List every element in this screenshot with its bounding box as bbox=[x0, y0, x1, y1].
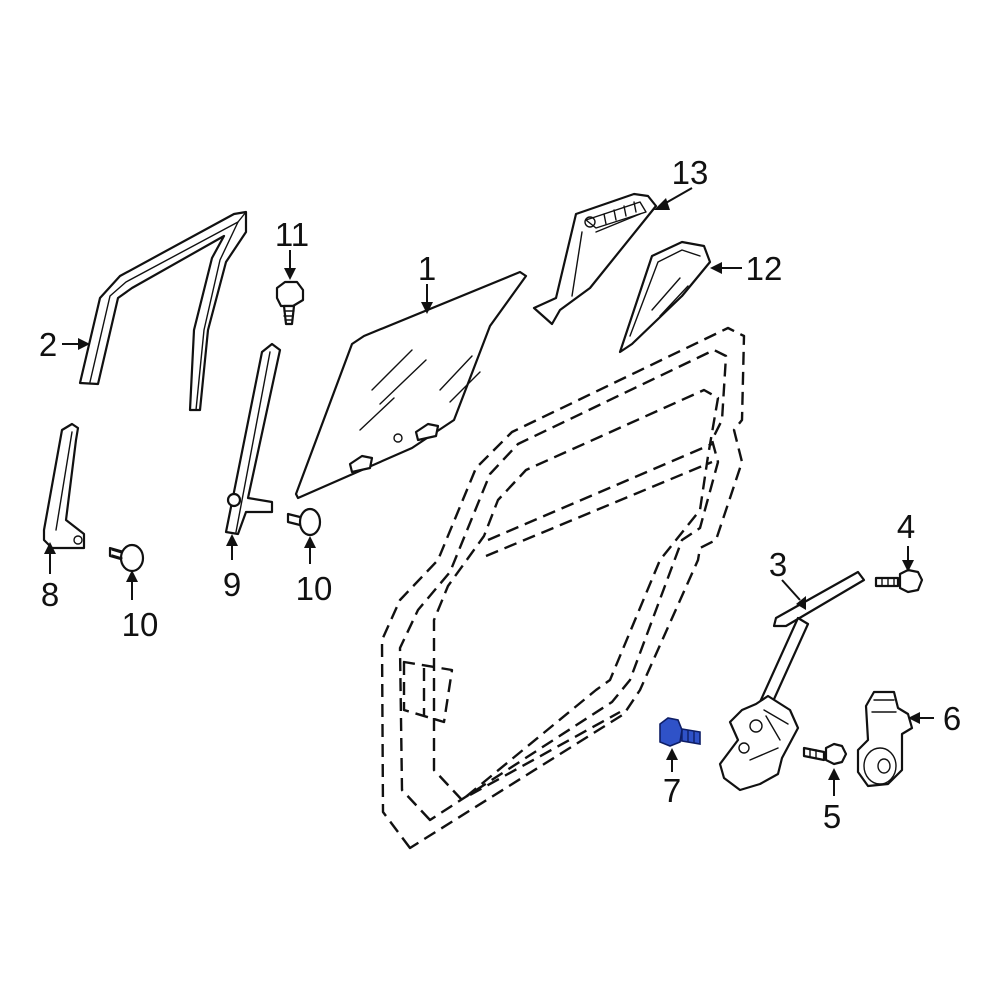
part-7-bolt-highlighted bbox=[659, 717, 701, 747]
part-11-bolt bbox=[275, 280, 305, 326]
callout-5: 5 bbox=[823, 798, 841, 835]
callout-13: 13 bbox=[672, 154, 709, 191]
callout-7: 7 bbox=[663, 772, 681, 809]
part-3-regulator bbox=[718, 570, 866, 792]
part-10-screw-middle bbox=[286, 507, 322, 537]
part-12-quarter-glass bbox=[618, 240, 712, 354]
door-outline bbox=[380, 326, 746, 850]
callout-10a: 10 bbox=[122, 606, 159, 643]
callout-11: 11 bbox=[275, 216, 309, 253]
part-2-window-channel bbox=[78, 210, 248, 412]
leader-arrows bbox=[44, 187, 934, 796]
part-13-trim bbox=[532, 192, 658, 326]
part-1-door-glass bbox=[294, 270, 528, 500]
callout-9: 9 bbox=[223, 566, 241, 603]
part-10-screw-left bbox=[108, 543, 145, 573]
callout-8: 8 bbox=[41, 576, 59, 613]
callout-1: 1 bbox=[418, 250, 436, 287]
callout-4: 4 bbox=[897, 508, 915, 545]
part-9-run-channel bbox=[224, 342, 282, 536]
callout-10b: 10 bbox=[296, 570, 333, 607]
part-5-bolt bbox=[802, 742, 848, 766]
callout-2: 2 bbox=[39, 326, 57, 363]
callout-6: 6 bbox=[943, 700, 961, 737]
part-6-motor bbox=[856, 690, 914, 788]
callout-labels: 1 2 3 4 5 6 7 8 9 10 10 11 12 13 bbox=[39, 154, 961, 835]
callout-3: 3 bbox=[769, 546, 787, 583]
part-8-channel bbox=[42, 422, 86, 550]
part-4-bolt bbox=[874, 568, 924, 594]
callout-12: 12 bbox=[746, 250, 783, 287]
